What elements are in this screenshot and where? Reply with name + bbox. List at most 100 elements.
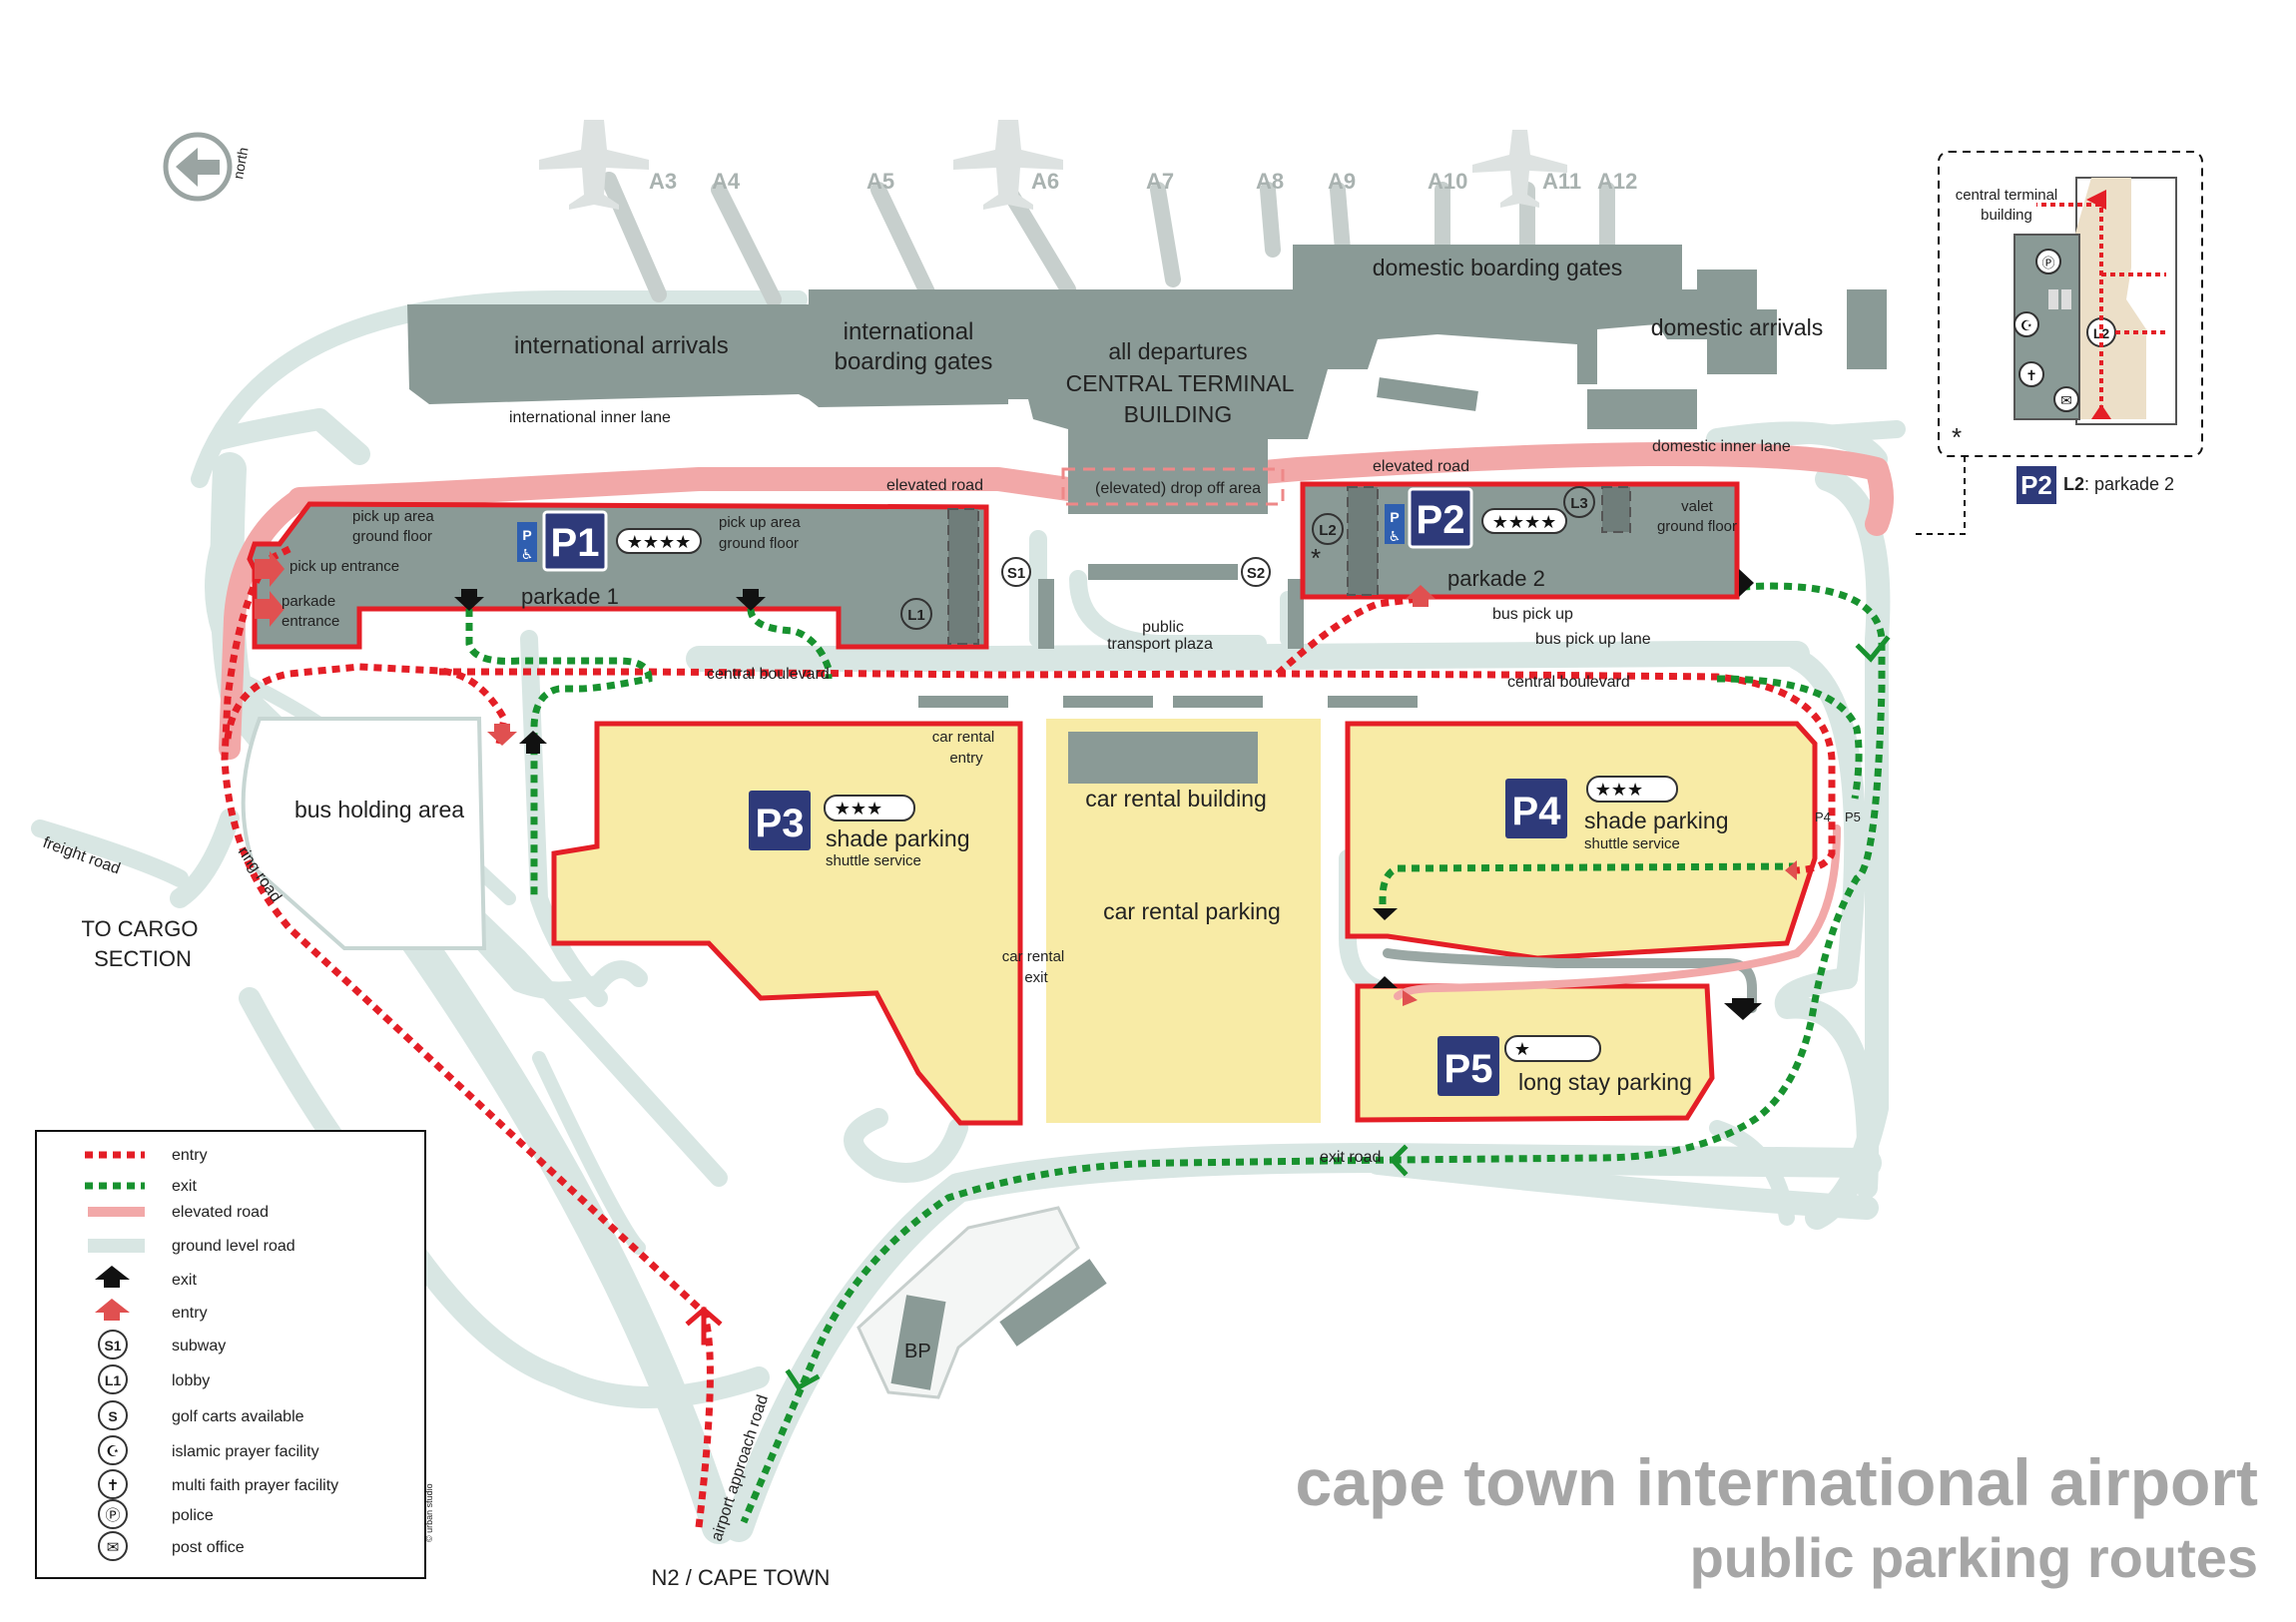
svg-text:L1: L1 [907, 607, 925, 624]
gate-label: A10 [1428, 169, 1467, 194]
svg-text:P2: P2 [2020, 470, 2052, 500]
p4-p5-connector [1383, 948, 1757, 1013]
to-cargo-label: SECTION [94, 946, 192, 971]
svg-text:✉: ✉ [107, 1538, 120, 1556]
lobby-l1-marker: L1 [900, 598, 932, 630]
parkade-2-ramp [1347, 486, 1379, 596]
legend-item-label: exit [172, 1178, 197, 1195]
p2-valet-label: ground floor [1657, 518, 1737, 535]
svg-text:★★★: ★★★ [835, 799, 882, 819]
international-boarding-label: boarding gates [835, 348, 993, 375]
gate-label: A11 [1542, 169, 1581, 194]
p5-tag: P5 [1845, 810, 1861, 824]
svg-text:L1: L1 [105, 1372, 122, 1388]
p3-zone [551, 721, 1023, 1126]
domestic-boarding-label: domestic boarding gates [1373, 255, 1623, 280]
car-rental-entry-label: entry [949, 750, 983, 767]
legend-item-label: multi faith prayer facility [172, 1477, 338, 1494]
p4-zone [1345, 721, 1818, 961]
p4-sub: shuttle service [1584, 835, 1680, 852]
svg-text:P4: P4 [1512, 790, 1562, 833]
svg-text:S1: S1 [1007, 565, 1025, 582]
legend-item-label: exit [172, 1272, 197, 1289]
svg-text:★★★: ★★★ [1595, 780, 1643, 801]
svg-text:✝: ✝ [2025, 368, 2037, 384]
p5-name: long stay parking [1518, 1069, 1692, 1095]
central-boulevard-label: central boulevard [1507, 674, 1630, 691]
svg-text:*: * [1952, 422, 1962, 452]
gate-label: A7 [1146, 169, 1174, 194]
p3-badge: P3 [749, 791, 811, 850]
compass: north [163, 132, 251, 202]
lobby-l3-marker: L3 [1563, 486, 1595, 518]
map-subtitle: public parking routes [1690, 1526, 2258, 1589]
gate-label: A3 [649, 169, 677, 194]
exit-routes [465, 582, 1886, 1524]
star-rating: ★ [1504, 1035, 1601, 1062]
subway-s2-marker: S2 [1241, 557, 1271, 587]
car-rental-exit-label: car rental [1002, 948, 1065, 965]
legend-item-label: ground level road [172, 1238, 295, 1255]
parkade-1-name: parkade 1 [521, 584, 619, 609]
svg-text:P2: P2 [1417, 498, 1465, 542]
svg-text:P5: P5 [1444, 1047, 1493, 1091]
elevated-road-label: elevated road [886, 477, 983, 494]
car-rental-building [1068, 732, 1258, 784]
gate-label: A4 [712, 169, 741, 194]
svg-text:☪: ☪ [2020, 318, 2033, 334]
star-rating: ★★★★ [616, 528, 702, 554]
car-rental-building-label: car rental building [1085, 786, 1267, 811]
entry-routes [221, 545, 1836, 1528]
inner-lane-label: domestic inner lane [1652, 438, 1791, 455]
p1-pickup-label: ground floor [719, 535, 799, 552]
svg-text:S: S [108, 1408, 117, 1424]
gate-labels: A3 A4 A5 A6 A7 A8 A9 A10 A11 A12 [649, 169, 1637, 194]
car-rental-exit-label: exit [1024, 969, 1048, 986]
n2-cape-town-label: N2 / CAPE TOWN [652, 1565, 831, 1590]
gate-label: A9 [1328, 169, 1356, 194]
legend: S1 L1 S ☪ ✝ Ⓟ ✉ entry exit elevated road… [35, 1130, 434, 1579]
p3-sub: shuttle service [826, 852, 921, 869]
p2-valet-label: valet [1681, 498, 1714, 515]
svg-text:L2: L2 [2063, 474, 2084, 494]
legend-item-label: elevated road [172, 1204, 269, 1221]
bus-holding-area [241, 717, 487, 950]
star-rating: ★★★★ [1481, 508, 1567, 534]
accessible-parking-icon: P ♿ [517, 522, 537, 563]
domestic-arrivals-label: domestic arrivals [1651, 314, 1824, 340]
inset-map: Ⓟ ☪ ✝ ✉ L2 central terminal building * P… [1912, 151, 2203, 535]
svg-text:☪: ☪ [106, 1442, 119, 1460]
legend-item-label: subway [172, 1338, 226, 1354]
svg-text:✝: ✝ [107, 1476, 120, 1494]
gate-label: A6 [1031, 169, 1059, 194]
bus-pick-up-label: bus pick up [1492, 606, 1573, 623]
central-boulevard-label: central boulevard [707, 666, 830, 683]
parkade-1-zone [247, 501, 989, 650]
drop-off-zone [1061, 467, 1285, 506]
compass-north-label: north [230, 146, 251, 180]
international-arrivals-label: international arrivals [514, 332, 729, 359]
legend-item-label: entry [172, 1305, 208, 1322]
car-rental-parking [1046, 719, 1321, 1123]
parkade-2-asterisk: * [1311, 543, 1321, 573]
exit-road-label: exit road [1320, 1149, 1381, 1166]
bp-station [857, 1206, 1107, 1399]
svg-text:S2: S2 [1247, 565, 1265, 582]
parkade-2-name: parkade 2 [1447, 566, 1545, 591]
departures-label: CENTRAL TERMINAL [1066, 370, 1295, 396]
svg-text:Ⓟ: Ⓟ [2041, 257, 2054, 271]
p1-badge: P1 [542, 510, 608, 572]
svg-text:L2: L2 [1319, 522, 1337, 539]
route-chevrons [685, 635, 1891, 1391]
accessible-parking-icon: P ♿ [1385, 504, 1405, 545]
svg-text:P: P [1390, 509, 1399, 525]
bus-pick-up-lane-label: bus pick up lane [1535, 631, 1651, 648]
svg-text:S1: S1 [104, 1338, 121, 1353]
svg-text:building: building [1981, 207, 2032, 224]
svg-text:Ⓟ: Ⓟ [105, 1506, 120, 1524]
bp-label: BP [904, 1341, 931, 1362]
svg-text:★★★★: ★★★★ [627, 532, 692, 553]
p1-parkade-entrance-label: entrance [282, 613, 339, 630]
svg-text:P1: P1 [551, 521, 600, 565]
p1-pickup-label: pick up area [719, 514, 801, 531]
